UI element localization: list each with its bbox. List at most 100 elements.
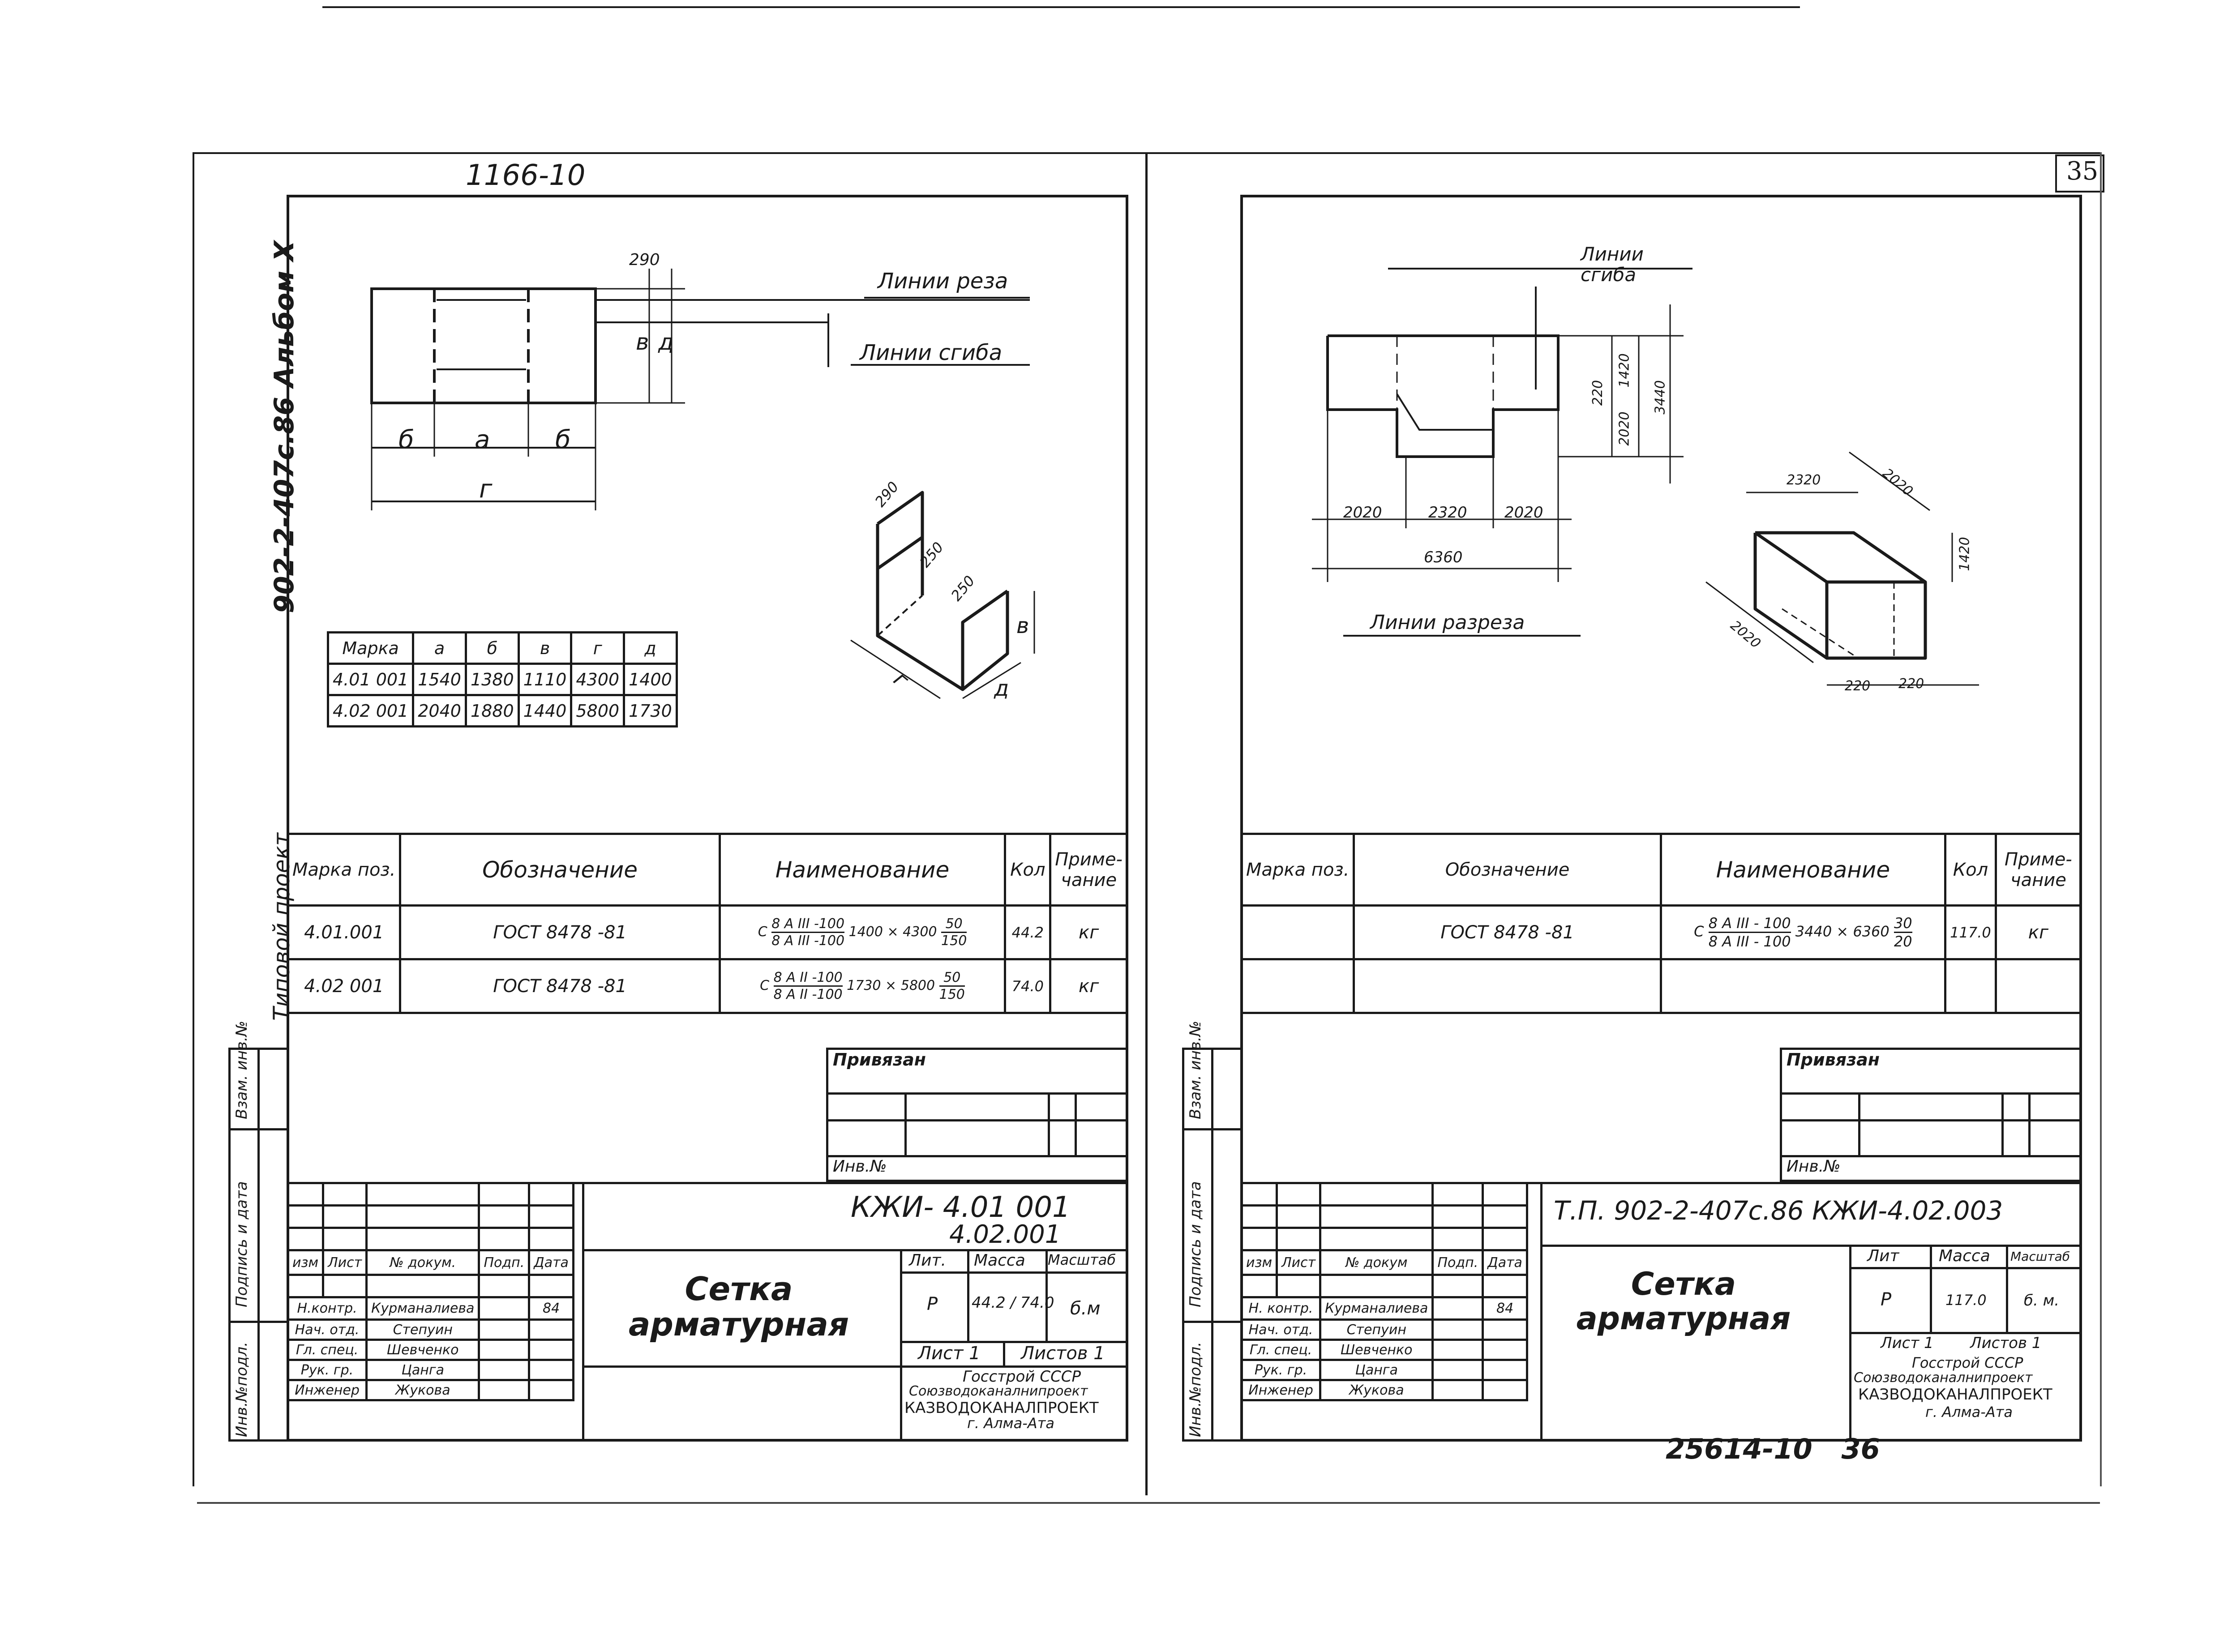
title-block-divider — [1003, 1341, 1005, 1365]
right-sheets: Листов 1 — [1970, 1334, 2042, 1352]
spec-row-mark: 4.02 001 — [286, 958, 402, 1014]
stamp-header: Лист — [322, 1249, 368, 1276]
spec-header-note: Приме-чание — [1994, 833, 2082, 907]
right-org4: г. Алма-Ата — [1925, 1404, 2013, 1421]
param-cell: 4300 — [570, 663, 626, 696]
right-mass-header: Масса — [1939, 1247, 1990, 1265]
title-block-line — [900, 1271, 1128, 1274]
right-inner-frame — [1240, 195, 2082, 1442]
stamp-header: изм — [286, 1249, 325, 1276]
right-cut-line-label: Линии разреза — [1370, 611, 1525, 634]
spec-row-note: кг — [1049, 904, 1128, 960]
left-spec-table: Марка поз. Обозначение Наименование Кол … — [286, 833, 1128, 1014]
param-header-a: а — [412, 631, 467, 665]
title-block-top — [287, 1182, 1128, 1184]
right-dim-2020b: 2020 — [1504, 504, 1543, 522]
left-iso-dim-v: в — [1016, 613, 1029, 638]
footer-number: 25614-10 36 — [1666, 1433, 1880, 1465]
title-block-divider — [1849, 1245, 1851, 1442]
privyazan-divider — [904, 1092, 907, 1155]
left-side-stamp-sign: Подпись и дата — [233, 1181, 251, 1307]
stamp-name: Шевченко — [365, 1339, 480, 1361]
spec-frac-bot: 20 — [1894, 933, 1912, 950]
param-cell: 1400 — [623, 663, 678, 696]
spec-row-name: С 8 А III -100 8 А III -100 1400 × 4300 … — [718, 904, 1007, 960]
spec-frac-top: 30 — [1894, 915, 1912, 933]
spec-frac-bot: 150 — [939, 987, 965, 1002]
privyazan-divider — [1075, 1092, 1077, 1155]
spec-row-qty: 44.2 — [1004, 904, 1052, 960]
title-block-line — [582, 1249, 1128, 1251]
right-side-stamp-sign: Подпись и дата — [1187, 1181, 1204, 1307]
spec-name-letter: С — [1694, 923, 1704, 940]
left-top-code: 1166-10 — [466, 159, 586, 192]
stamp-role: Гл. спец. — [286, 1339, 368, 1361]
privyazan-line — [1780, 1155, 2082, 1157]
left-iso-dim-d: д — [994, 676, 1009, 701]
stamp-name: Цанга — [365, 1359, 480, 1381]
spec-row-name: С 8 А II -100 8 А II -100 1730 × 5800 50… — [718, 958, 1007, 1014]
left-param-table: Марка а б в г д 4.01 001 1540 1380 1110 … — [326, 631, 678, 728]
privyazan-line — [826, 1092, 1128, 1095]
title-block-divider — [1930, 1245, 1932, 1332]
spec-row-name: С 8 А III - 100 8 А III - 100 3440 × 636… — [1659, 904, 1947, 960]
spec-name-top: 8 А III - 100 — [1708, 915, 1791, 933]
spec-name-size: 1730 × 5800 — [847, 978, 935, 993]
left-privyazan: Привязан — [833, 1050, 926, 1070]
side-stamp-divider — [257, 1048, 260, 1442]
privyazan-line — [1780, 1119, 2082, 1121]
left-dim-290: 290 — [629, 251, 660, 269]
right-stamp-grid: изм Лист № докум Подп. Дата Н. контр. Ку… — [1240, 1182, 1528, 1401]
left-sheet-no: Лист 1 — [918, 1343, 981, 1364]
param-cell: 1380 — [464, 663, 520, 696]
left-privyazan-box — [826, 1048, 1128, 1182]
right-scale: б. м. — [2024, 1292, 2060, 1310]
stamp-name: Курманалиева — [365, 1296, 480, 1321]
spec-header-mark: Марка поз. — [286, 833, 402, 907]
right-iso-220a: 220 — [1845, 678, 1871, 694]
spec-frac-bot: 150 — [941, 933, 967, 949]
stamp-name: Цанга — [1319, 1359, 1434, 1381]
spec-row-desig: ГОСТ 8478 -81 — [399, 904, 721, 960]
top-scan-line — [322, 6, 1800, 8]
spec-row-desig: ГОСТ 8478 -81 — [399, 958, 721, 1014]
left-doc-code: КЖИ- 4.01 001 — [851, 1191, 1071, 1224]
title-block-line — [1540, 1245, 2082, 1247]
param-cell: 1440 — [517, 694, 573, 728]
spec-header-mark: Марка поз. — [1240, 833, 1355, 907]
stamp-header: Подп. — [478, 1249, 531, 1276]
stamp-name: Жукова — [365, 1379, 480, 1401]
stamp-role: Инженер — [1240, 1379, 1322, 1401]
left-dim-v: в — [636, 329, 649, 355]
left-side-stamp-vzam: Взам. инв.№ — [233, 1020, 251, 1119]
spec-header-qty: Кол — [1004, 833, 1052, 907]
right-dim-2320: 2320 — [1428, 504, 1467, 522]
param-cell: 1730 — [623, 694, 678, 728]
left-flat-drawing — [370, 269, 1030, 510]
title-block-line — [1849, 1267, 2082, 1269]
right-bend-line-label: Линии сгиба — [1581, 243, 1644, 286]
right-org3: КАЗВОДОКАНАЛПРОЕКТ — [1858, 1386, 2052, 1404]
stamp-role: Гл. спец. — [1240, 1339, 1322, 1361]
title-block-divider — [582, 1182, 584, 1442]
right-iso-220b: 220 — [1898, 676, 1924, 692]
right-dim-3440: 3440 — [1652, 380, 1668, 415]
stamp-date: 84 — [1482, 1296, 1528, 1321]
left-dim-b1: б — [398, 425, 414, 454]
left-org2: Союзводоканалнипроект — [909, 1383, 1088, 1399]
right-iso-1420: 1420 — [1957, 537, 1973, 571]
right-scale-header: Масштаб — [2010, 1249, 2070, 1264]
spec-header-name: Наименование — [1659, 833, 1947, 907]
privyazan-divider — [1048, 1092, 1050, 1155]
stamp-header: Дата — [1482, 1249, 1528, 1276]
left-sheets: Листов 1 — [1021, 1343, 1105, 1364]
spec-header-desig: Обозначение — [399, 833, 721, 907]
left-scale: б.м — [1070, 1298, 1101, 1319]
spec-row-qty: 117.0 — [1944, 904, 1997, 960]
left-lit: Р — [927, 1294, 938, 1314]
stamp-role: Нач. отд. — [1240, 1318, 1322, 1341]
spec-row-note: кг — [1049, 958, 1128, 1014]
stamp-header: Подп. — [1431, 1249, 1484, 1276]
left-doc-code2: 4.02.001 — [949, 1220, 1061, 1249]
left-bend-line-label: Линии сгиба — [860, 340, 1003, 365]
